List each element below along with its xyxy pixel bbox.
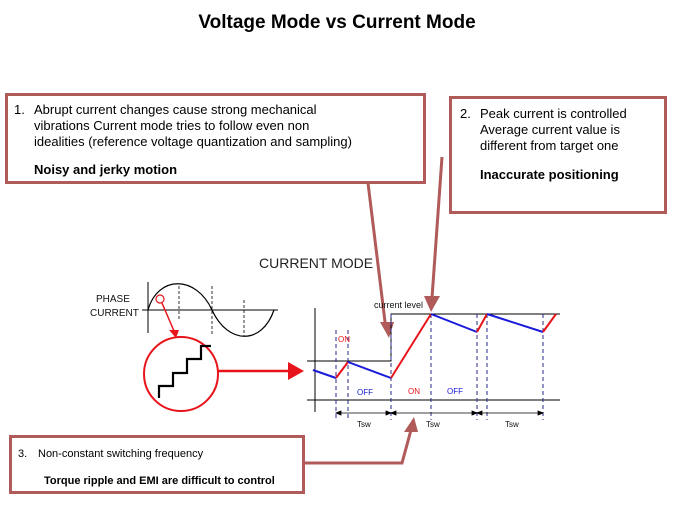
arrow-callout-3-head xyxy=(404,417,418,432)
tsw-dimensions xyxy=(334,410,545,416)
arrow-callout-1 xyxy=(366,182,388,331)
off-label-2: OFF xyxy=(447,387,463,396)
arrow-callout-2-head xyxy=(424,296,440,312)
callout-number: 3. xyxy=(18,448,28,460)
phase-current-sine xyxy=(142,282,278,337)
callout-switching-frequency: 3. Non-constant switching frequency Torqu… xyxy=(9,435,305,494)
tsw-label-1: Tsw xyxy=(357,420,371,429)
callout-arrows xyxy=(305,156,444,465)
callout-text-line: Average current value is xyxy=(480,122,620,137)
on-label-2: ON xyxy=(408,387,420,396)
zoom-arrow xyxy=(161,302,175,332)
callout-number: 1. xyxy=(14,102,25,117)
current-level-label: current level xyxy=(374,300,423,310)
blue-segment-1 xyxy=(312,369,337,379)
arrow-callout-3 xyxy=(305,429,413,465)
waveform-axes xyxy=(307,308,560,412)
red-segment-1 xyxy=(335,361,349,379)
phase-label: PHASE xyxy=(96,294,130,305)
callout-text-line: Non-constant switching frequency xyxy=(38,448,204,460)
slide-title: Voltage Mode vs Current Mode xyxy=(198,12,476,33)
zoom-marker xyxy=(155,294,165,304)
callout-inaccurate-positioning: 2. Peak current is controlled Average cur… xyxy=(449,96,667,214)
callout-text-line: Abrupt current changes cause strong mech… xyxy=(34,102,317,117)
callout-text-line: different from target one xyxy=(480,138,619,153)
blue-segment-4 xyxy=(486,313,544,333)
blue-segment-2 xyxy=(347,361,392,379)
transition-arrow xyxy=(218,362,304,380)
callout-emphasis: Noisy and jerky motion xyxy=(34,162,178,177)
switching-guides xyxy=(335,314,544,420)
zoom-arrow-head xyxy=(169,330,179,338)
diagram-heading: CURRENT MODE xyxy=(259,255,373,271)
red-segment-3 xyxy=(476,313,488,333)
callout-text-line: idealities (reference voltage quantizati… xyxy=(34,134,352,149)
arrow-callout-2 xyxy=(430,156,444,299)
red-segment-4 xyxy=(542,313,557,333)
arrow-callout-1-head xyxy=(380,322,394,338)
red-segment-2 xyxy=(390,313,432,379)
on-label-1: ON xyxy=(338,335,350,344)
blue-segment-3 xyxy=(430,313,478,333)
callout-text-line: Peak current is controlled xyxy=(480,106,627,121)
staircase-zoom xyxy=(143,336,219,412)
callout-noisy-motion: 1. Abrupt current changes cause strong me… xyxy=(5,93,426,184)
tsw-label-3: Tsw xyxy=(505,420,519,429)
off-label-1: OFF xyxy=(357,388,373,397)
callout-text-line: vibrations Current mode tries to follow … xyxy=(34,118,310,133)
tsw-label-2: Tsw xyxy=(426,420,440,429)
current-waveform xyxy=(312,313,557,379)
callout-emphasis: Inaccurate positioning xyxy=(480,167,619,182)
callout-emphasis: Torque ripple and EMI are difficult to c… xyxy=(44,475,275,487)
callout-number: 2. xyxy=(460,106,471,121)
current-label: CURRENT xyxy=(90,308,139,319)
